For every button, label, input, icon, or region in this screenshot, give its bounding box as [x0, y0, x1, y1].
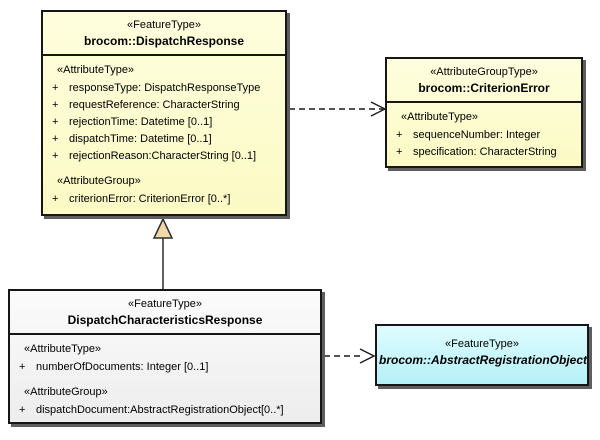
- attribute-text: requestReference: CharacterString: [69, 99, 240, 111]
- attribute-row: + rejectionReason:CharacterString [0..1]: [47, 148, 281, 165]
- attribute-text: dispatchDocument:AbstractRegistrationObj…: [36, 404, 284, 416]
- class-header: «FeatureType» brocom::AbstractRegistrati…: [377, 326, 587, 373]
- attribute-row: + rejectionTime: Datetime [0..1]: [47, 114, 281, 131]
- attribute-row: + requestReference: CharacterString: [47, 97, 281, 114]
- attribute-row: + responseType: DispatchResponseType: [47, 80, 281, 97]
- section-label-attribute-type: «AttributeType»: [57, 64, 135, 76]
- class-title: DispatchCharacteristicsResponse: [67, 313, 263, 327]
- stereotype-label: «FeatureType»: [127, 19, 201, 31]
- attribute-text: rejectionTime: Datetime [0..1]: [69, 116, 213, 128]
- attribute-text: rejectionReason:CharacterString [0..1]: [69, 150, 257, 162]
- attribute-text: numberOfDocuments: Integer [0..1]: [36, 361, 209, 373]
- visibility-marker: +: [19, 404, 26, 416]
- section-label-attribute-type: «AttributeType»: [24, 343, 102, 355]
- dependency-connector-abstract-registration-object[interactable]: [324, 348, 376, 364]
- section-label-attribute-group: «AttributeGroup»: [57, 175, 141, 187]
- open-arrowhead-icon: [359, 348, 376, 364]
- class-header: «FeatureType» brocom::DispatchResponse: [43, 12, 285, 56]
- attribute-row: + dispatchDocument:AbstractRegistrationO…: [14, 402, 316, 419]
- attribute-text: responseType: DispatchResponseType: [69, 82, 261, 94]
- class-title: brocom::CriterionError: [418, 81, 550, 95]
- visibility-marker: +: [52, 150, 59, 162]
- attributes-compartment: «AttributeType» + sequenceNumber: Intege…: [387, 103, 581, 165]
- visibility-marker: +: [52, 193, 59, 205]
- attribute-text: sequenceNumber: Integer: [413, 129, 541, 141]
- attributes-compartment: «AttributeType» + responseType: Dispatch…: [43, 56, 285, 212]
- attribute-row: + criterionError: CriterionError [0..*]: [47, 191, 281, 208]
- class-box-abstract-registration-object[interactable]: «FeatureType» brocom::AbstractRegistrati…: [375, 324, 589, 386]
- visibility-marker: +: [19, 361, 26, 373]
- attribute-text: dispatchTime: Datetime [0..1]: [69, 133, 212, 145]
- class-header: «AttributeGroupType» brocom::CriterionEr…: [387, 59, 581, 103]
- stereotype-label: «FeatureType»: [128, 298, 202, 310]
- visibility-marker: +: [52, 99, 59, 111]
- visibility-marker: +: [396, 129, 403, 141]
- visibility-marker: +: [52, 82, 59, 94]
- attributes-compartment: «AttributeType» + numberOfDocuments: Int…: [10, 335, 320, 423]
- open-arrowhead-icon: [370, 101, 387, 117]
- class-box-criterion-error[interactable]: «AttributeGroupType» brocom::CriterionEr…: [385, 57, 583, 168]
- visibility-marker: +: [396, 146, 403, 158]
- section-label-attribute-type: «AttributeType»: [401, 111, 479, 123]
- section-label-attribute-group: «AttributeGroup»: [24, 386, 108, 398]
- hollow-triangle-icon: [152, 217, 174, 239]
- stereotype-label: «AttributeGroupType»: [430, 66, 538, 78]
- attribute-text: specification: CharacterString: [413, 146, 557, 158]
- attribute-row: + dispatchTime: Datetime [0..1]: [47, 131, 281, 148]
- dependency-connector-criterion-error[interactable]: [289, 101, 387, 117]
- attribute-row: + numberOfDocuments: Integer [0..1]: [14, 359, 316, 376]
- visibility-marker: +: [52, 133, 59, 145]
- stereotype-label: «FeatureType»: [445, 338, 519, 350]
- attribute-row: + sequenceNumber: Integer: [391, 127, 577, 144]
- generalization-connector[interactable]: [152, 217, 174, 289]
- class-title: brocom::AbstractRegistrationObject: [379, 353, 588, 367]
- attribute-row: + specification: CharacterString: [391, 144, 577, 161]
- class-box-dispatch-response[interactable]: «FeatureType» brocom::DispatchResponse «…: [41, 10, 287, 216]
- class-title: brocom::DispatchResponse: [83, 34, 245, 48]
- visibility-marker: +: [52, 116, 59, 128]
- attribute-text: criterionError: CriterionError [0..*]: [69, 193, 231, 205]
- class-box-dispatch-characteristics-response[interactable]: «FeatureType» DispatchCharacteristicsRes…: [8, 289, 322, 424]
- class-header: «FeatureType» DispatchCharacteristicsRes…: [10, 291, 320, 335]
